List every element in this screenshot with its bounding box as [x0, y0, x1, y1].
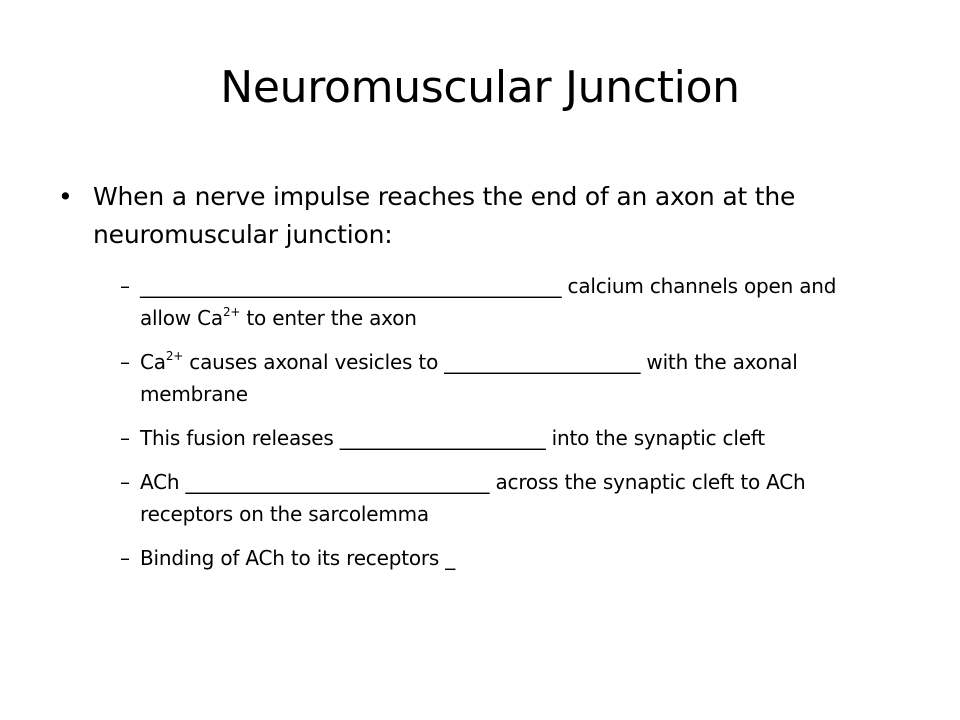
sub-bullet-item-1: – ______________________________________… — [120, 270, 870, 334]
sub-bullet-text: ________________________________________… — [140, 274, 837, 330]
sub-bullet-text: causes axonal vesicles to ______________… — [140, 350, 798, 406]
dash-marker: – — [120, 274, 130, 298]
dash-marker: – — [120, 350, 130, 374]
sub-bullet-item-3: – This fusion releases _________________… — [120, 422, 870, 454]
sub-bullet-list: – ______________________________________… — [120, 270, 870, 574]
slide-title: Neuromuscular Junction — [220, 62, 740, 113]
superscript: 2+ — [165, 349, 184, 363]
main-bullet-text: When a nerve impulse reaches the end of … — [93, 182, 796, 249]
sub-bullet-text: This fusion releases ___________________… — [140, 426, 765, 450]
sub-bullet-item-4: – ACh _______________________________ ac… — [120, 466, 870, 530]
dash-marker: – — [120, 426, 130, 450]
superscript: 2+ — [222, 305, 241, 319]
bullet-marker: • — [58, 182, 73, 211]
dash-marker: – — [120, 546, 130, 570]
slide-content: • When a nerve impulse reaches the end o… — [58, 178, 908, 586]
dash-marker: – — [120, 470, 130, 494]
sub-bullet-text: Binding of ACh to its receptors _ — [140, 546, 456, 570]
sub-bullet-item-2: – Ca2+ causes axonal vesicles to _______… — [120, 346, 870, 410]
sub-bullet-text: ACh _______________________________ acro… — [140, 470, 806, 526]
sub-bullet-text: Ca — [140, 350, 166, 374]
main-bullet: • When a nerve impulse reaches the end o… — [58, 178, 908, 254]
sub-bullet-item-5: – Binding of ACh to its receptors _ — [120, 542, 870, 574]
sub-bullet-text: to enter the axon — [240, 306, 417, 330]
